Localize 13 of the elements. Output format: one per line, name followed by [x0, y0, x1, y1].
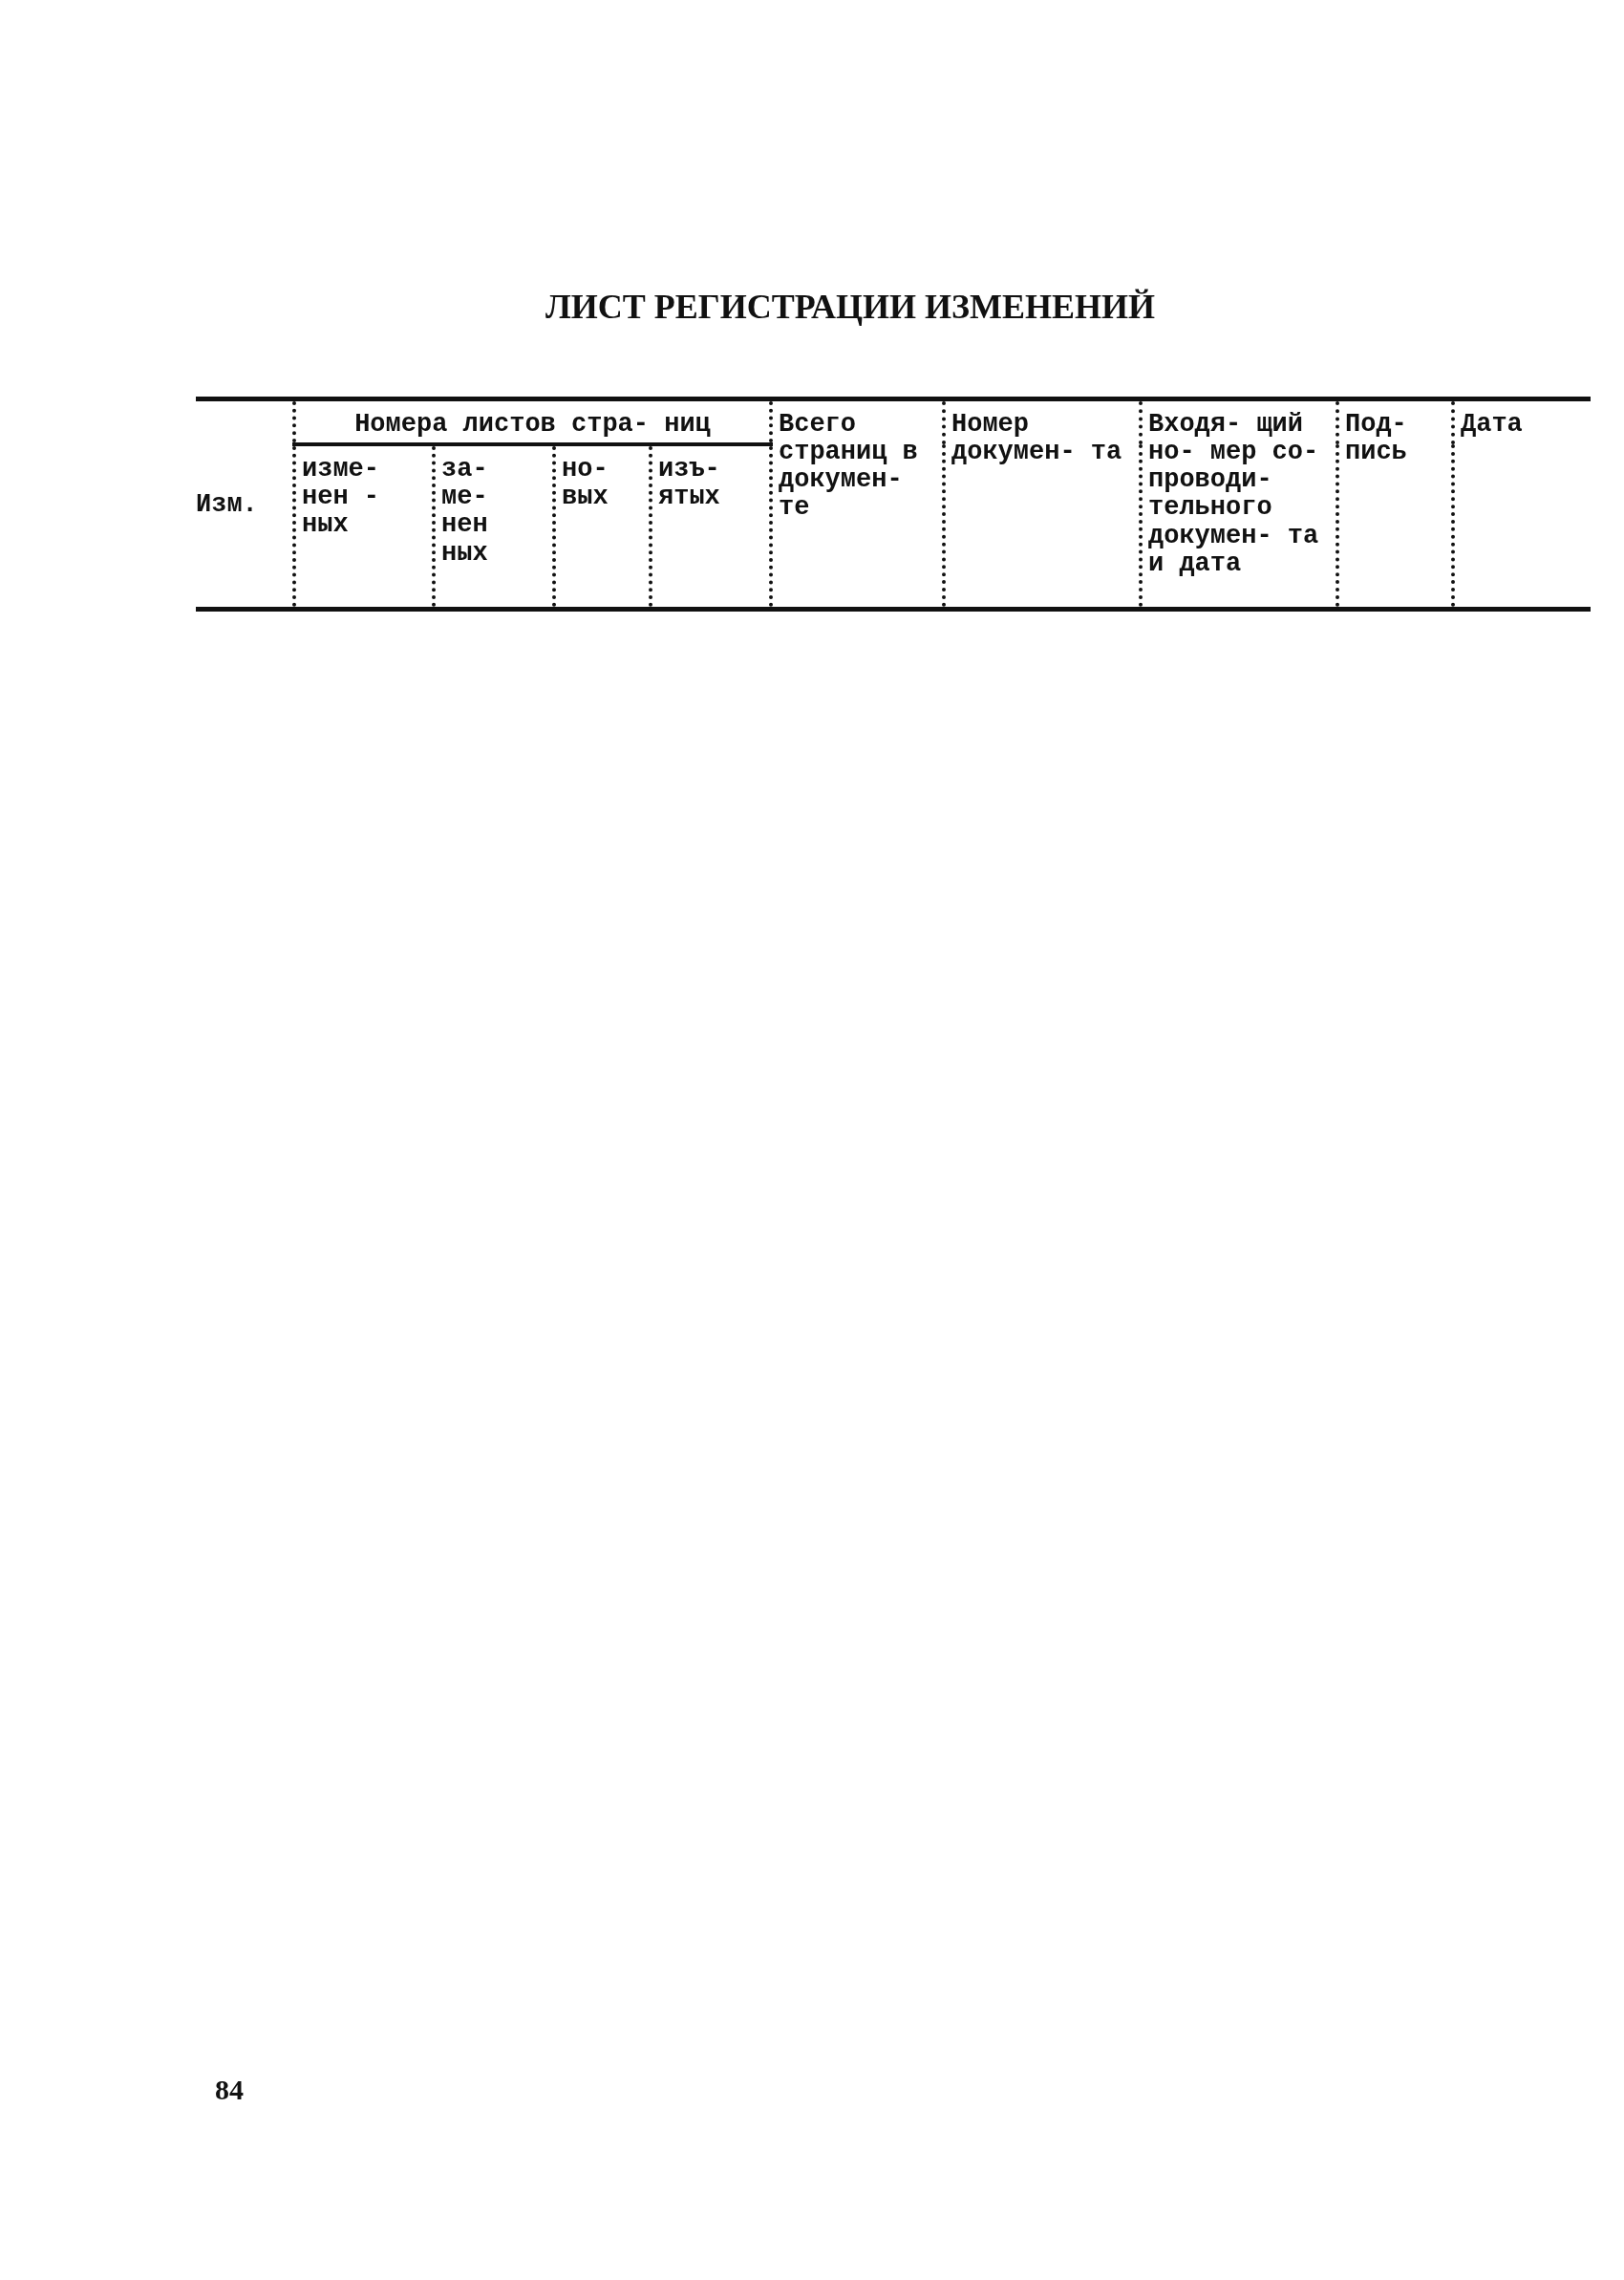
header-cell: изме- нен - ных — [294, 444, 434, 610]
page-title: ЛИСТ РЕГИСТРАЦИИ ИЗМЕНЕНИЙ — [544, 287, 1157, 327]
header-cell: Всего страниц в докумен- те — [771, 398, 944, 610]
header-cell: Изм. — [196, 398, 294, 610]
header-cell: Номера листов стра- ниц — [294, 398, 771, 445]
header-cell: изъ- ятых — [651, 444, 771, 610]
header-cell: за- ме- нен ных — [434, 444, 554, 610]
header-cell: Номер докумен- та — [944, 398, 1141, 610]
header-cell: Входя- щий но- мер со- проводи- тельного докумен- та и дата — [1141, 398, 1337, 610]
page-number: 84 — [215, 2074, 244, 2106]
header-cell: Дата — [1453, 398, 1591, 610]
header-cell: но- вых — [554, 444, 651, 610]
header-cell: Под- пись — [1337, 398, 1453, 610]
